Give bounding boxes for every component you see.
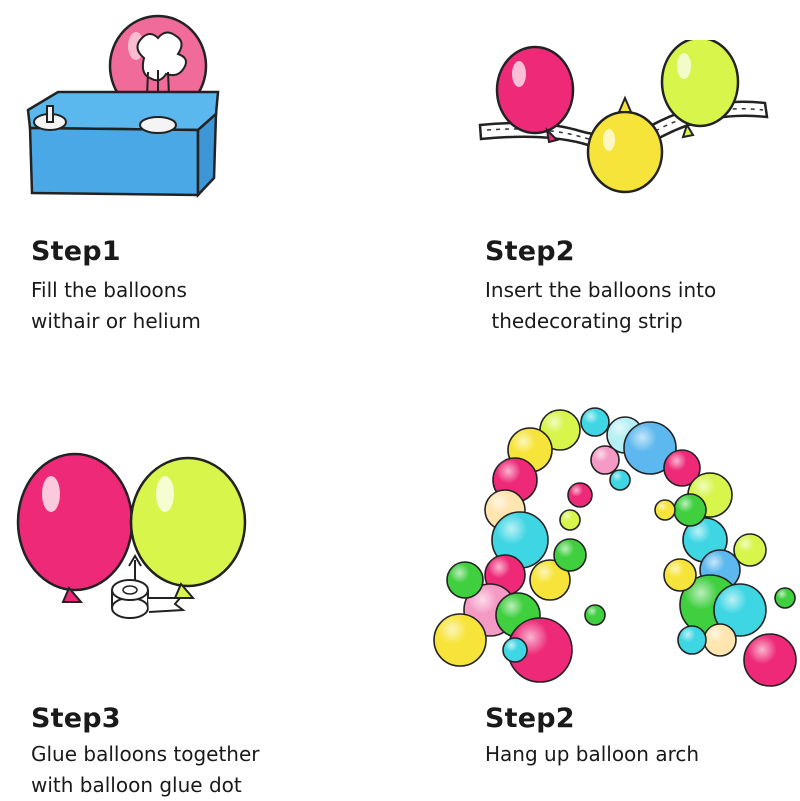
step-1-description: Fill the balloons withair or helium bbox=[31, 275, 201, 337]
balloon-arch-icon bbox=[433, 407, 797, 687]
arch-balloon-highlight bbox=[775, 588, 795, 608]
step-2-line-2: thedecorating strip bbox=[485, 309, 683, 333]
arch-balloon-highlight bbox=[492, 512, 548, 568]
arch-balloon-highlight bbox=[581, 408, 609, 436]
decorating-strip-icon bbox=[478, 40, 769, 194]
step-3-description: Glue balloons together with balloon glue… bbox=[31, 739, 260, 801]
step-3-line-1: Glue balloons together bbox=[31, 742, 260, 766]
arch-balloon-highlight bbox=[568, 483, 592, 507]
arch-balloon-highlight bbox=[434, 614, 486, 666]
arch-balloon-highlight bbox=[554, 539, 586, 571]
arch-balloon-highlight bbox=[503, 638, 527, 662]
arch-balloon-highlight bbox=[560, 510, 580, 530]
step-1-line-2: withair or helium bbox=[31, 309, 201, 333]
balloon-pump-icon bbox=[26, 14, 220, 199]
arch-balloon-highlight bbox=[678, 626, 706, 654]
arch-balloon-highlight bbox=[508, 618, 572, 682]
step-2-description: Insert the balloons into thedecorating s… bbox=[485, 275, 716, 337]
step-1-line-1: Fill the balloons bbox=[31, 278, 187, 302]
arch-balloon-highlight bbox=[655, 500, 675, 520]
step-4-line-1: Hang up balloon arch bbox=[485, 742, 700, 766]
arch-balloon-highlight bbox=[447, 562, 483, 598]
arch-balloon-highlight bbox=[704, 624, 736, 656]
step-3-title: Step3 bbox=[31, 703, 121, 734]
arch-balloon-highlight bbox=[734, 534, 766, 566]
arch-balloon-highlight bbox=[610, 470, 630, 490]
arch-balloon-highlight bbox=[591, 446, 619, 474]
arch-balloon-highlight bbox=[530, 560, 570, 600]
step-4-title: Step2 bbox=[485, 703, 575, 734]
arch-balloon-highlight bbox=[674, 494, 706, 526]
arch-balloon-highlight bbox=[664, 450, 700, 486]
arch-balloon-highlight bbox=[744, 634, 796, 686]
step-2-line-1: Insert the balloons into bbox=[485, 278, 717, 302]
glue-dot-tape-icon bbox=[16, 452, 247, 619]
arch-balloon-highlight bbox=[585, 605, 605, 625]
step-1-title: Step1 bbox=[31, 236, 121, 267]
step-2-title: Step2 bbox=[485, 236, 575, 267]
arch-balloon-highlight bbox=[624, 422, 676, 474]
arch-balloon-highlight bbox=[714, 584, 766, 636]
step-4-description: Hang up balloon arch bbox=[485, 739, 699, 770]
step-3-line-2: with balloon glue dot bbox=[31, 773, 242, 797]
arch-balloon-highlight bbox=[664, 559, 696, 591]
